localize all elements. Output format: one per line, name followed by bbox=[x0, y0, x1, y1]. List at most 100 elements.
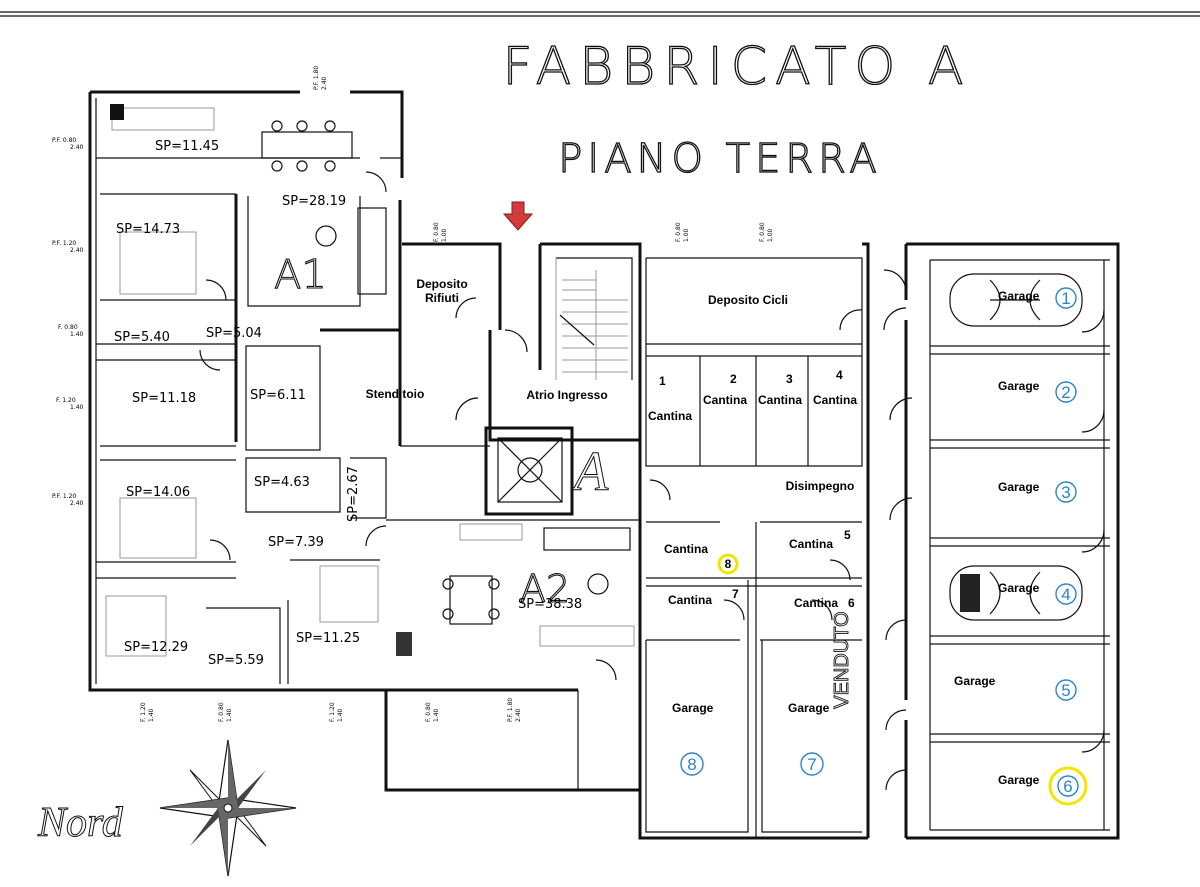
garage-label: Garage bbox=[998, 480, 1040, 494]
cantina-label: Cantina bbox=[664, 542, 708, 556]
garage-label: Garage bbox=[954, 674, 996, 688]
window-label: 1.40 bbox=[226, 708, 233, 722]
cantina-label: Cantina bbox=[794, 596, 838, 610]
window-label: 1.40 bbox=[433, 708, 440, 722]
window-label: 1.00 bbox=[767, 228, 774, 242]
area-label: SP=7.39 bbox=[268, 535, 324, 550]
window-label: 2.40 bbox=[515, 708, 522, 722]
sold-stamp: VENDUTO bbox=[831, 611, 853, 708]
cantina-number: 5 bbox=[844, 528, 851, 542]
block-a-label: A bbox=[570, 441, 609, 503]
apartment-a2-label: A2 bbox=[520, 567, 570, 611]
garage-label: Garage bbox=[998, 289, 1040, 303]
entrance-arrow-icon bbox=[502, 201, 534, 231]
building-walls bbox=[88, 90, 640, 792]
room-label-rifiuti: Rifiuti bbox=[425, 291, 459, 305]
room-label-stenditoio: Stenditoio bbox=[366, 387, 425, 401]
window-label: P.F. 0.80 bbox=[52, 137, 76, 144]
window-label: F. 0.80 bbox=[58, 324, 78, 331]
room-label-disimpegno: Disimpegno bbox=[786, 479, 855, 493]
window-label: 1.40 bbox=[70, 331, 84, 338]
window-label: 1.00 bbox=[441, 228, 448, 242]
area-label: SP=11.45 bbox=[155, 139, 219, 154]
window-label: F. 1.20 bbox=[329, 702, 336, 722]
garage-label: Garage bbox=[672, 701, 714, 715]
cantina-label: Cantina bbox=[668, 593, 712, 607]
window-label: 2.40 bbox=[70, 144, 84, 151]
window-label: 2.40 bbox=[70, 247, 84, 254]
garage-number: 1 bbox=[1061, 289, 1070, 308]
car-garage-1 bbox=[949, 273, 1083, 327]
window-label: P.F. 1.80 bbox=[313, 66, 320, 90]
window-label: P.F. 1.80 bbox=[507, 698, 514, 722]
area-label: SP=14.73 bbox=[116, 222, 180, 237]
service-walls bbox=[638, 242, 870, 840]
area-label: SP=14.06 bbox=[126, 485, 190, 500]
area-label: SP=5.59 bbox=[208, 653, 264, 668]
garage-label: Garage bbox=[998, 581, 1040, 595]
window-label: F. 1.20 bbox=[56, 397, 76, 404]
cantina-label: Cantina bbox=[703, 393, 747, 407]
window-label: 2.40 bbox=[321, 76, 328, 90]
cantina-number: 7 bbox=[732, 587, 739, 601]
cantina-label: Cantina bbox=[813, 393, 857, 407]
cantina-label: Cantina bbox=[758, 393, 802, 407]
cantina-number: 2 bbox=[730, 372, 737, 386]
window-label: 1.00 bbox=[683, 228, 690, 242]
room-label-deposito: Deposito bbox=[416, 277, 467, 291]
garage-number: 5 bbox=[1061, 681, 1070, 700]
cantine-labels: 1 Cantina 2 Cantina 3 Cantina 4 Cantina … bbox=[648, 368, 857, 610]
window-label: P.F. 1.20 bbox=[52, 240, 76, 247]
garage-number: 6 bbox=[1063, 777, 1072, 796]
garage-number: 4 bbox=[1061, 585, 1070, 604]
area-label: SP=38.38 bbox=[518, 597, 582, 612]
area-label: SP=28.19 bbox=[282, 194, 346, 209]
window-label: 1.40 bbox=[337, 708, 344, 722]
cantina-label: Cantina bbox=[648, 409, 692, 423]
garage-walls bbox=[904, 242, 1120, 840]
window-label: F. 1.20 bbox=[140, 702, 147, 722]
highlight-ring bbox=[717, 553, 739, 575]
highlight-ring bbox=[1048, 766, 1088, 806]
area-label: SP=11.18 bbox=[132, 391, 196, 406]
window-label: 1.40 bbox=[148, 708, 155, 722]
area-label: SP=5.04 bbox=[206, 326, 262, 341]
cantina-number: 3 bbox=[786, 372, 793, 386]
garage-label: Garage bbox=[998, 379, 1040, 393]
garage-label: Garage bbox=[998, 773, 1040, 787]
window-label: F. 0.80 bbox=[425, 702, 432, 722]
window-label: 1.40 bbox=[70, 404, 84, 411]
window-label: F. 0.80 bbox=[675, 222, 682, 242]
area-label: SP=4.63 bbox=[254, 475, 310, 490]
window-label: F. 0.80 bbox=[433, 222, 440, 242]
garage-label: Garage bbox=[788, 701, 830, 715]
area-label: SP=6.11 bbox=[250, 388, 306, 403]
compass-rose-icon bbox=[159, 739, 297, 877]
window-label: 2.40 bbox=[70, 500, 84, 507]
window-label: F. 0.80 bbox=[218, 702, 225, 722]
cantina-number: 4 bbox=[836, 368, 843, 382]
garage-number: 7 bbox=[807, 755, 816, 774]
window-label: F. 0.80 bbox=[759, 222, 766, 242]
cantina-label: Cantina bbox=[789, 537, 833, 551]
cantina-number: 8 bbox=[725, 557, 732, 571]
room-label-atrio: Atrio Ingresso bbox=[526, 388, 607, 402]
area-label: SP=2.67 bbox=[346, 466, 361, 522]
apartment-a1-label: A1 bbox=[274, 252, 327, 298]
garage-labels: Garage 1 Garage 2 Garage 3 Garage 4 Gara… bbox=[672, 287, 1088, 806]
garage-number: 2 bbox=[1061, 383, 1070, 402]
area-label: SP=11.25 bbox=[296, 631, 360, 646]
north-label: Nord bbox=[37, 800, 124, 846]
furniture bbox=[105, 104, 635, 657]
window-label: P.F. 1.20 bbox=[52, 493, 76, 500]
area-label: SP=5.40 bbox=[114, 330, 170, 345]
window-annotations: P.F. 1.80 2.40 F. 0.80 1.00 F. 0.80 1.00… bbox=[52, 66, 774, 722]
cantina-number: 6 bbox=[848, 596, 855, 610]
garage-number: 8 bbox=[687, 755, 696, 774]
car-garage-4 bbox=[949, 565, 1083, 621]
plan-subtitle: PIANO TERRA bbox=[558, 136, 881, 182]
cantina-number: 1 bbox=[659, 374, 666, 388]
room-label-deposito-cicli: Deposito Cicli bbox=[708, 293, 788, 307]
door-swings bbox=[199, 171, 1105, 791]
